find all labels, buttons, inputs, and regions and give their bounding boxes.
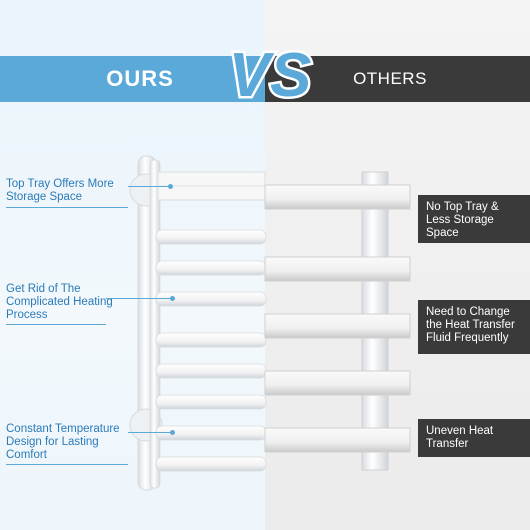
others-banner	[265, 56, 530, 102]
others-bar	[264, 256, 411, 282]
ours-bar	[155, 456, 267, 472]
ours-bar	[155, 332, 267, 348]
connector-dot	[170, 430, 175, 435]
connector-line	[6, 324, 106, 325]
connector-dot	[168, 184, 173, 189]
others-bar	[264, 184, 411, 210]
others-title: OTHERS	[353, 69, 427, 88]
others-bar	[264, 313, 411, 339]
connector-line	[6, 207, 128, 208]
ours-feature-temperature: Constant Temperature Design for Lasting …	[6, 423, 120, 461]
others-feature-fluid: Need to Change the Heat Transfer Fluid F…	[418, 300, 530, 354]
connector-line	[128, 432, 172, 433]
vs-text: VS	[229, 41, 312, 110]
ours-bar	[155, 260, 267, 276]
ours-bar	[155, 291, 267, 307]
connector-dot	[170, 296, 175, 301]
ours-bar	[155, 229, 267, 245]
ours-feature-top-tray: Top Tray Offers More Storage Space	[6, 178, 114, 203]
vs-logo: VS	[226, 40, 314, 110]
others-feature-uneven: Uneven Heat Transfer	[418, 419, 530, 457]
ours-bar	[155, 363, 267, 379]
ours-feature-heating: Get Rid of The Complicated Heating Proce…	[6, 283, 113, 321]
others-bar	[264, 427, 411, 453]
connector-line	[106, 298, 172, 299]
others-rack	[264, 171, 411, 471]
connector-line	[6, 464, 128, 465]
ours-title: OURS	[106, 66, 174, 91]
connector-line	[128, 186, 170, 187]
others-feature-no-tray: No Top Tray & Less Storage Space	[418, 195, 530, 243]
ours-rack	[129, 155, 267, 491]
ours-banner	[0, 56, 265, 102]
ours-bar	[155, 394, 267, 410]
others-bar	[264, 370, 411, 396]
